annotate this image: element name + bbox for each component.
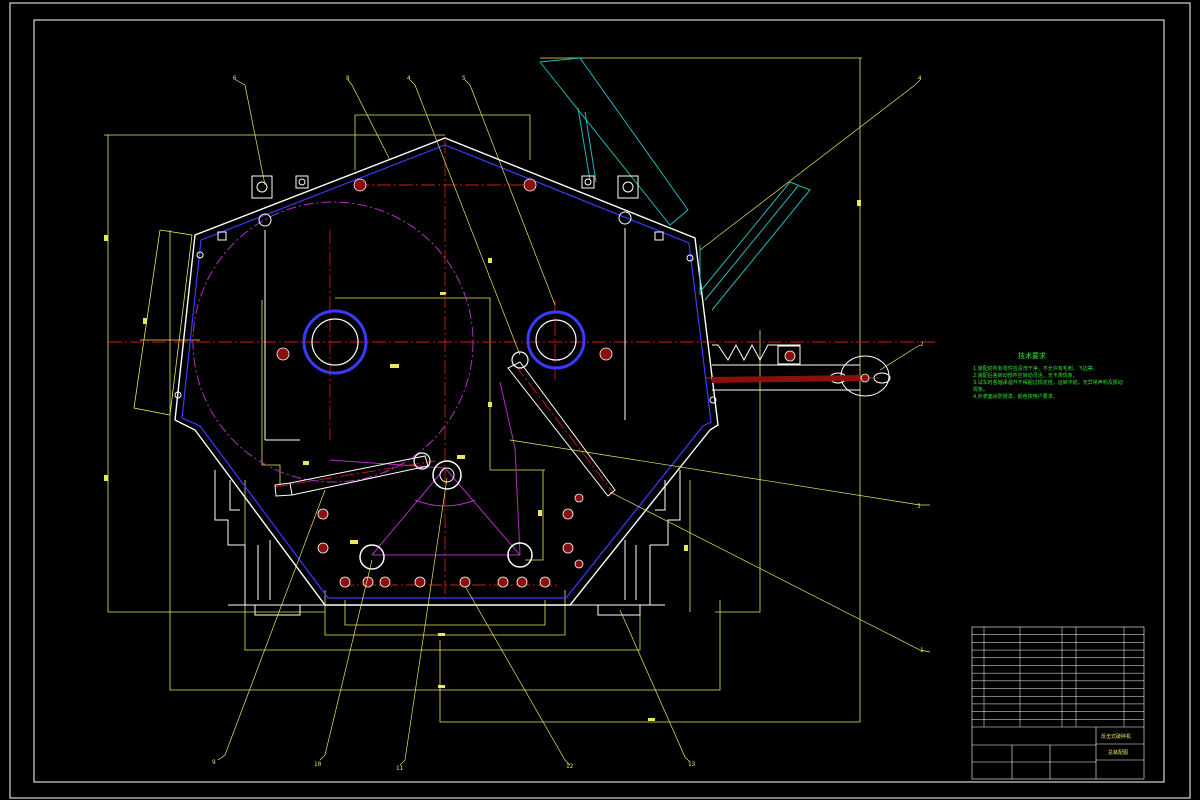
title-block-text: 反击式破碎机 总装配图 xyxy=(1101,733,1131,756)
leader-label-top-1: 6 xyxy=(233,75,237,82)
leader-label-top-2: 8 xyxy=(346,75,350,82)
technical-note-line: 1.装配前所有零件应清洗干净，不允许有毛刺、飞边等。 xyxy=(973,365,1098,372)
outer-border xyxy=(9,2,1191,799)
housing-outline xyxy=(174,137,719,606)
impact-arms xyxy=(264,228,626,497)
leader-label-top-3: 4 xyxy=(407,75,411,82)
technical-note-line: 4.外表面涂防锈漆，颜色按用户要求。 xyxy=(973,393,1058,400)
drawing-name: 总装配图 xyxy=(1108,749,1128,756)
title-block xyxy=(971,626,1145,780)
housing-inner-liner xyxy=(181,144,712,599)
leader-label-bottom-4: 12 xyxy=(566,763,574,770)
rotor-envelope-circle xyxy=(192,201,474,483)
feed-hopper xyxy=(539,57,811,311)
technical-note-line: 现象。 xyxy=(973,386,988,393)
parts-list-grid xyxy=(972,627,1144,727)
dimension-texts xyxy=(104,200,861,721)
leader-lines xyxy=(217,79,931,766)
leader-label-bottom-3: 11 xyxy=(396,765,404,772)
leader-label-top-5: 4 xyxy=(918,75,922,82)
leader-label-bottom-2: 10 xyxy=(314,761,322,768)
leader-number-labels: 6 8 4 5 4 3 2 1 9 10 11 12 13 xyxy=(212,75,924,772)
hinge-lugs xyxy=(174,175,717,404)
technical-notes: 技术要求 1.装配前所有零件应清洗干净，不允许有毛刺、飞边等。 2.装配后各转动… xyxy=(973,351,1123,400)
leader-label-bottom-5: 13 xyxy=(688,761,696,768)
leader-label-top-4: 5 xyxy=(462,75,466,82)
centerlines xyxy=(108,140,935,600)
inner-border xyxy=(33,19,1165,783)
technical-note-line: 3.试车时各轴承温升不得超过规定值，运转平稳，无异常声响及振动 xyxy=(973,379,1123,386)
leader-label-right-3: 1 xyxy=(920,647,924,654)
drawing-title: 反击式破碎机 xyxy=(1101,733,1131,740)
bolt-holes xyxy=(276,178,870,588)
leader-label-right-2: 2 xyxy=(920,341,924,348)
spring-assembly xyxy=(712,343,891,397)
main-bearings xyxy=(302,309,586,570)
tension-rod-red xyxy=(711,375,861,383)
leader-label-right-1: 3 xyxy=(917,503,921,510)
leader-label-bottom-1: 9 xyxy=(212,759,216,766)
technical-note-line: 2.装配后各转动部件应转动灵活，无卡滞现象。 xyxy=(973,372,1078,379)
base-frame xyxy=(214,470,681,616)
technical-notes-title: 技术要求 xyxy=(1018,351,1046,360)
